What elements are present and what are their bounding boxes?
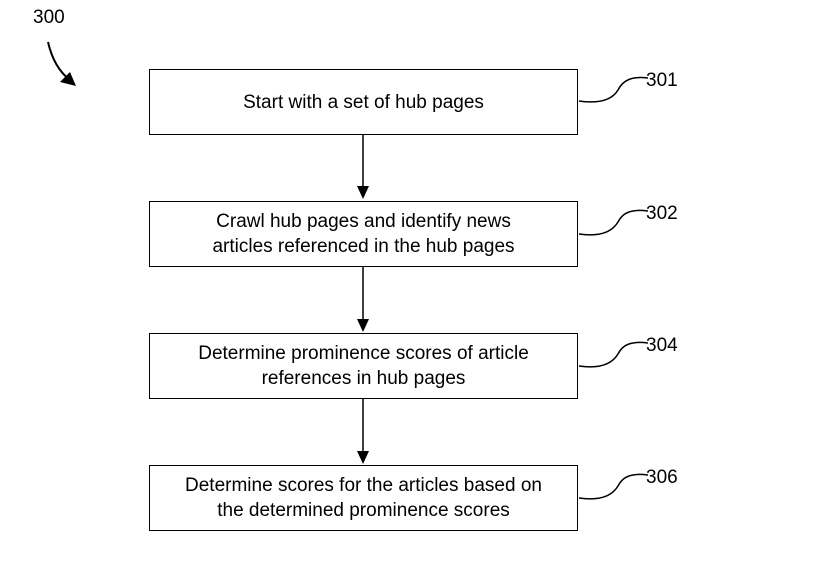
step-box-304: Determine prominence scores of article r…: [149, 333, 578, 399]
step-301-line-1: Start with a set of hub pages: [243, 91, 484, 113]
step-box-301: Start with a set of hub pages: [149, 69, 578, 135]
flow-arrow-304-306: [357, 398, 369, 464]
step-302-line-2: articles referenced in the hub pages: [212, 236, 515, 257]
leader-line-306: [578, 473, 649, 500]
step-304-line-1: Determine prominence scores of article: [198, 343, 529, 364]
figure-number-label: 300: [33, 7, 65, 28]
step-304-line-2: references in hub pages: [261, 368, 466, 389]
leader-line-302: [578, 209, 649, 236]
step-306-line-1: Determine scores for the articles based …: [185, 475, 542, 496]
ref-label-306: 306: [646, 467, 678, 488]
flow-arrow-302-304: [357, 267, 369, 332]
figure-pointer-arrow: [47, 41, 76, 86]
ref-label-304: 304: [646, 335, 678, 356]
ref-label-302: 302: [646, 203, 678, 224]
step-box-306: Determine scores for the articles based …: [149, 465, 578, 531]
step-306-line-2: the determined prominence scores: [217, 500, 510, 521]
step-302-line-1: Crawl hub pages and identify news: [216, 211, 511, 232]
leader-line-304: [578, 341, 649, 368]
leader-line-301: [578, 76, 649, 103]
step-box-302: Crawl hub pages and identify news articl…: [149, 201, 578, 267]
ref-label-301: 301: [646, 70, 678, 91]
flow-arrow-301-302: [357, 135, 369, 199]
